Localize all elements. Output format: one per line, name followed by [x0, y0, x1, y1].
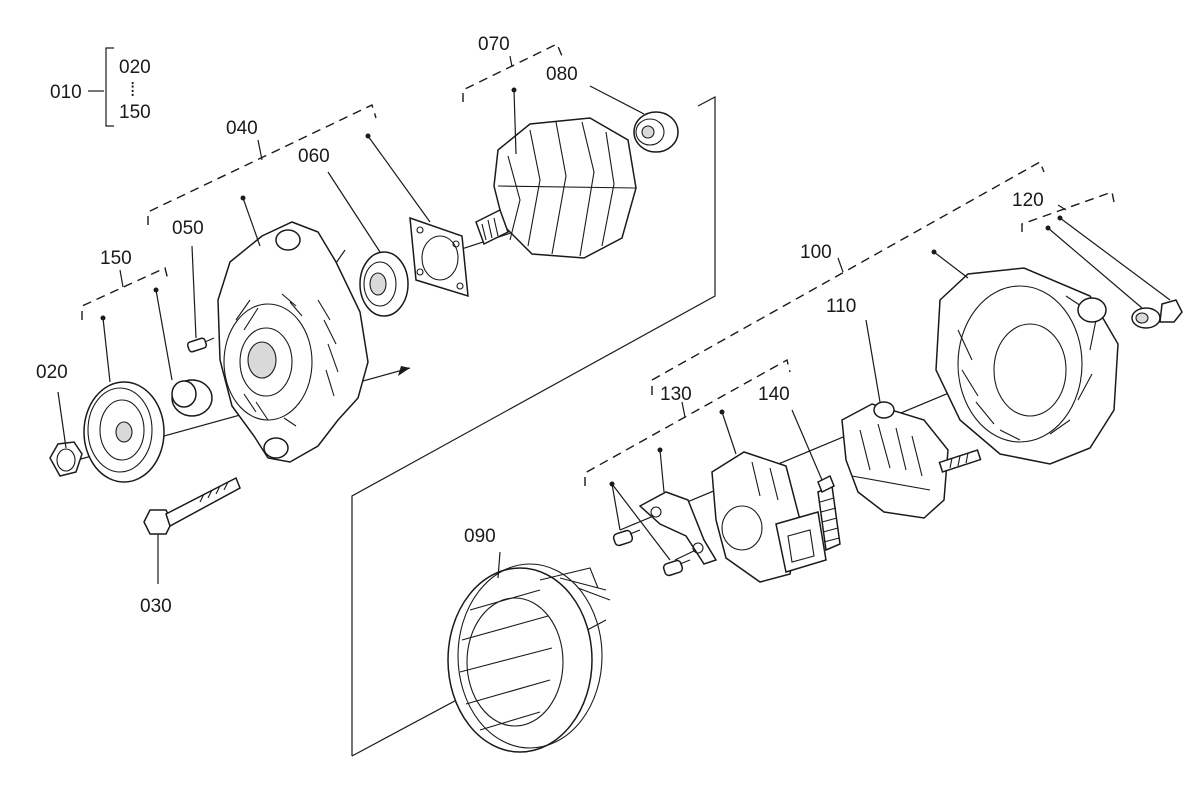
callout-020: 020	[36, 362, 68, 383]
callout-030: 030	[140, 596, 172, 617]
callout-040: 040	[226, 118, 258, 139]
part-050-screw: 050	[172, 218, 215, 353]
part-040-front-housing: 040	[217, 118, 369, 463]
callout-010-from: 020	[119, 57, 151, 78]
part-060-bearing: 060	[298, 146, 409, 317]
axis-arrow-icon	[398, 366, 410, 376]
callout-090: 090	[464, 526, 496, 547]
part-spacer	[153, 287, 213, 417]
callout-010-to: 150	[119, 102, 151, 123]
callout-130: 130	[660, 384, 692, 405]
bracket-040	[147, 104, 377, 225]
callout-070: 070	[478, 34, 510, 55]
part-brush-plate	[638, 447, 718, 565]
callout-100: 100	[800, 242, 832, 263]
part-retainer-plate	[365, 133, 469, 298]
callout-060: 060	[298, 146, 330, 167]
part-screws-pair	[609, 481, 691, 577]
assembly-key-010: 010 020 ⁞ 150	[50, 47, 151, 127]
part-120-terminal: 120	[1012, 190, 1183, 329]
callout-110: 110	[826, 296, 856, 317]
part-090-stator: 090	[447, 526, 611, 753]
bracket-100	[651, 160, 1045, 395]
callout-080: 080	[546, 64, 578, 85]
part-110-rectifier: 110	[826, 296, 982, 519]
part-080-bearing: 080	[546, 64, 679, 153]
callout-120: 120	[1012, 190, 1044, 211]
assembly-frame-line	[351, 96, 716, 756]
part-020-nut: 020	[36, 362, 83, 477]
bracket-150	[81, 267, 169, 320]
part-140-brush: 140	[758, 384, 841, 552]
bracket-120	[1021, 191, 1115, 232]
bracket-130	[584, 358, 791, 486]
callout-150: 150	[100, 248, 132, 269]
callout-140: 140	[758, 384, 790, 405]
callout-010-range-mark: ⁞	[130, 80, 135, 101]
part-030-bolt: 030	[140, 476, 241, 617]
callout-010: 010	[50, 82, 82, 103]
callout-050: 050	[172, 218, 204, 239]
part-070-rotor: 070	[475, 34, 637, 259]
part-130-regulator: 130	[660, 384, 827, 583]
bracket-070	[462, 43, 563, 102]
part-150-pulley: 150	[83, 248, 165, 483]
part-100-rear-housing: 100	[800, 242, 1119, 465]
